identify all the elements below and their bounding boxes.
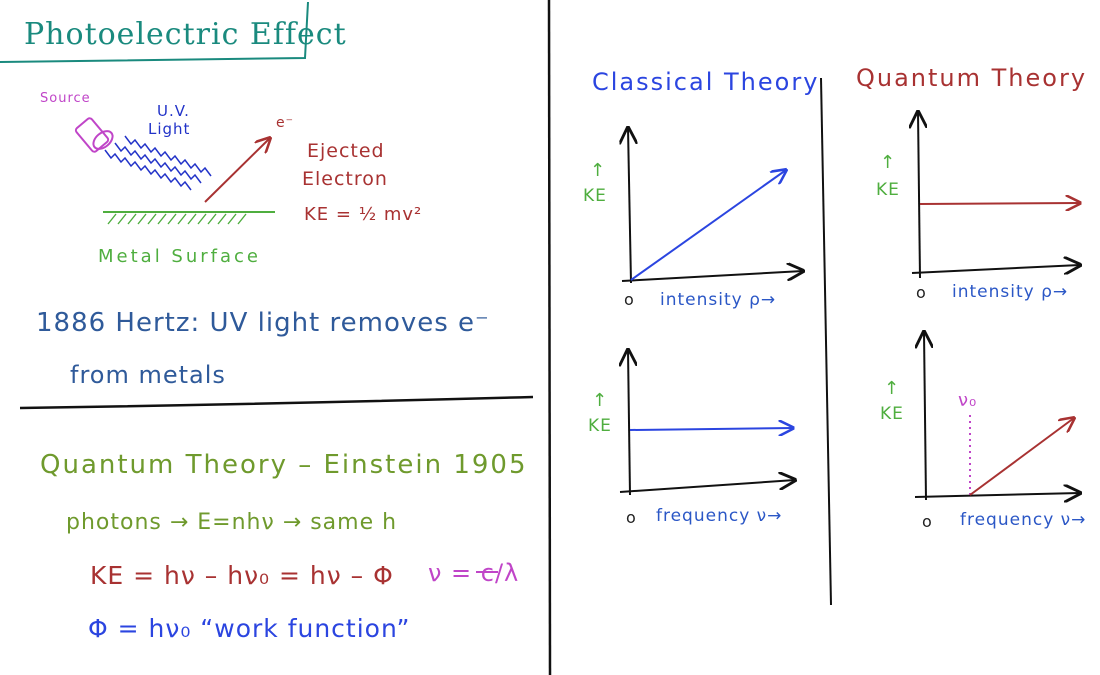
theory-divider	[820, 77, 832, 606]
curve-linear	[630, 170, 786, 281]
electron-symbol: e⁻	[276, 115, 295, 131]
frequency-axis-label: frequency ν→	[960, 510, 1087, 530]
uv-light-waves	[104, 135, 212, 191]
graph-quantum-frequency	[914, 332, 1080, 501]
classical-theory-title: Classical Theory	[592, 68, 820, 96]
metal-surface	[103, 211, 275, 225]
intensity-axis-label: intensity ρ→	[660, 290, 777, 310]
axis-x	[619, 480, 795, 493]
uv-label-line1: U.V.	[157, 102, 190, 120]
graph-quantum-intensity	[911, 112, 1080, 279]
axis-x	[914, 493, 1080, 497]
uv-label-line2: Light	[148, 120, 191, 138]
intensity-axis-label: intensity ρ→	[952, 282, 1069, 302]
quantum-theory-title: Quantum Theory	[856, 64, 1088, 92]
wavelength-equation: ν = c/λ	[428, 559, 520, 587]
up-arrow-icon: ↑	[592, 390, 609, 411]
curve-threshold	[969, 418, 1074, 496]
hertz-line1: 1886 Hertz: UV light removes e⁻	[36, 308, 490, 338]
left-divider	[19, 395, 534, 410]
ejected-electron-arrow	[204, 138, 270, 203]
ejected-label-line2: Electron	[302, 168, 388, 190]
work-function-equation: Φ = hν₀ “work function”	[88, 614, 411, 643]
axis-y	[918, 112, 920, 279]
source-label: Source	[40, 91, 91, 106]
ke-axis-label: KE	[876, 180, 900, 200]
axis-y	[628, 128, 631, 284]
up-arrow-icon: ↑	[880, 152, 897, 173]
origin-label: o	[626, 508, 637, 527]
origin-label: o	[922, 512, 933, 531]
source-flashlight-icon	[74, 117, 114, 153]
einstein-heading: Quantum Theory – Einstein 1905	[40, 450, 528, 480]
threshold-frequency-label: ν₀	[958, 390, 978, 411]
frequency-axis-label: frequency ν→	[656, 506, 783, 526]
ke-axis-label: KE	[583, 186, 607, 206]
title-box	[0, 1, 309, 63]
up-arrow-icon: ↑	[884, 378, 901, 399]
origin-label: o	[916, 283, 927, 302]
ke-axis-label: KE	[588, 416, 612, 436]
page-title: Photoelectric Effect	[24, 17, 347, 52]
ke-classical-formula: KE = ½ mv²	[304, 204, 423, 225]
metal-surface-label: Metal Surface	[98, 246, 261, 267]
origin-label: o	[624, 290, 635, 309]
axis-x	[621, 271, 803, 282]
up-arrow-icon: ↑	[590, 160, 607, 181]
axis-x	[911, 265, 1080, 273]
photons-line: photons → E=nhν → same h	[66, 510, 398, 535]
graph-classical-frequency	[619, 350, 795, 496]
axis-y	[924, 332, 926, 501]
hertz-line2: from metals	[70, 361, 226, 389]
ke-axis-label: KE	[880, 404, 904, 424]
ke-quantum-equation: KE = hν – hν₀ = hν – Φ	[90, 561, 394, 590]
main-divider	[547, 0, 552, 675]
ejected-label-line1: Ejected	[307, 140, 385, 162]
curve-flat	[919, 203, 1080, 204]
curve-flat	[629, 428, 793, 430]
axis-y	[628, 350, 630, 496]
graph-classical-intensity	[621, 128, 803, 284]
